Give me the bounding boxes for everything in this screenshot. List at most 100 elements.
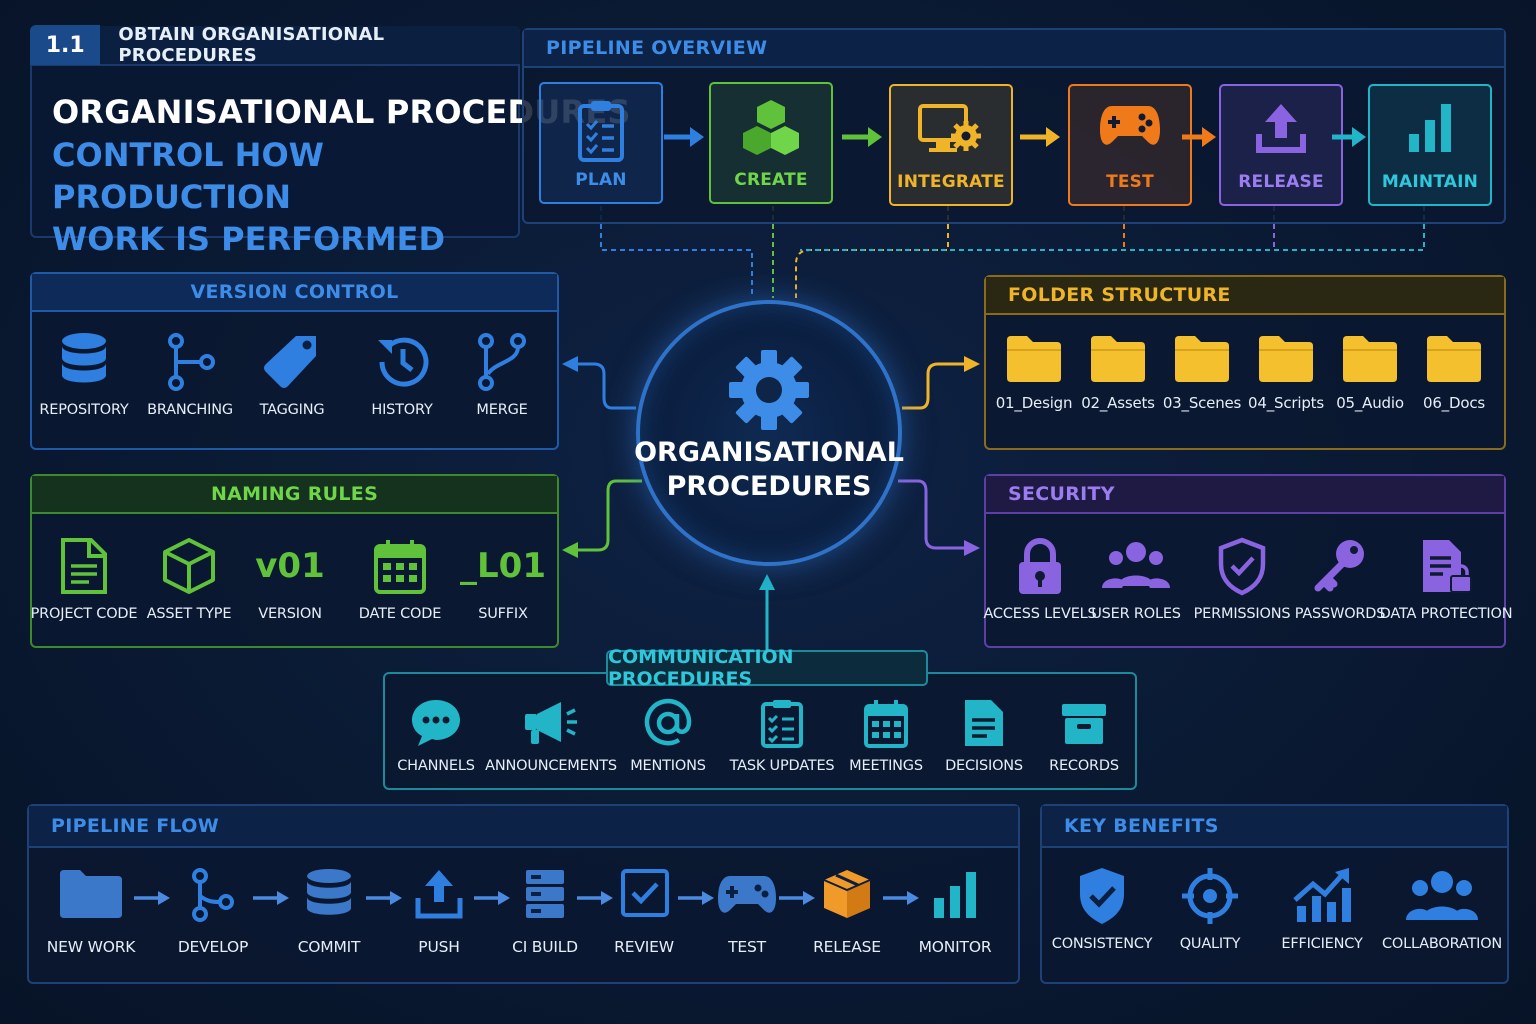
history-item[interactable]: HISTORY <box>354 332 450 418</box>
hub-label: ORGANISATIONAL PROCEDURES <box>634 436 904 504</box>
mentions-item[interactable]: MENTIONS <box>618 698 718 774</box>
folder-item[interactable]: 06_Docs <box>1416 334 1492 412</box>
flow-step[interactable]: TEST <box>692 868 802 956</box>
flow-step[interactable]: CI BUILD <box>490 868 600 956</box>
flow-step-label: MONITOR <box>918 938 992 956</box>
data-protection-item[interactable]: DATA PROTECTION <box>1380 536 1513 622</box>
branching-item[interactable]: BRANCHING <box>142 332 238 418</box>
stage-release[interactable]: RELEASE <box>1219 84 1343 206</box>
item-label: BRANCHING <box>147 402 233 418</box>
flow-step[interactable]: MONITOR <box>900 868 1010 956</box>
stage-test[interactable]: TEST <box>1068 84 1192 206</box>
user-roles-item[interactable]: USER ROLES <box>1088 536 1184 622</box>
key-benefits-title: KEY BENEFITS <box>1042 806 1507 848</box>
pipeline-overview-title: PIPELINE OVERVIEW <box>524 30 1504 68</box>
arrow-icon <box>664 127 704 147</box>
repository-item[interactable]: REPOSITORY <box>36 332 132 418</box>
checkbox-icon <box>621 869 669 917</box>
consistency-item[interactable]: CONSISTENCY <box>1050 866 1154 952</box>
section-number: 1.1 <box>30 25 101 65</box>
item-label: HISTORY <box>371 402 433 418</box>
upload-icon <box>1253 100 1309 156</box>
database-icon <box>62 333 106 383</box>
item-label: ASSET TYPE <box>146 606 232 622</box>
item-label: DATA PROTECTION <box>1379 606 1513 622</box>
flow-step[interactable]: RELEASE <box>792 868 902 956</box>
item-label: VERSION <box>258 606 322 622</box>
item-label: PROJECT CODE <box>30 606 138 622</box>
folder-label: 06_Docs <box>1423 394 1485 412</box>
stage-label: PLAN <box>575 170 627 190</box>
stage-plan[interactable]: PLAN <box>539 82 663 204</box>
decisions-item[interactable]: DECISIONS <box>934 698 1034 774</box>
collaboration-item[interactable]: COLLABORATION <box>1381 866 1503 952</box>
item-label: ANNOUNCEMENTS <box>485 758 617 774</box>
item-label: USER ROLES <box>1091 606 1181 622</box>
folder-icon <box>1427 336 1481 382</box>
stage-maintain[interactable]: MAINTAIN <box>1368 84 1492 206</box>
folder-item[interactable]: 02_Assets <box>1080 334 1156 412</box>
quality-item[interactable]: QUALITY <box>1160 866 1260 952</box>
folder-item[interactable]: 04_Scripts <box>1248 334 1324 412</box>
task-updates-item[interactable]: TASK UPDATES <box>728 698 836 774</box>
item-label: QUALITY <box>1179 936 1241 952</box>
version-item[interactable]: v01 VERSION <box>240 536 340 622</box>
folder-icon <box>1091 336 1145 382</box>
item-label: TASK UPDATES <box>729 758 835 774</box>
flow-step-label: PUSH <box>418 938 460 956</box>
communication-title: COMMUNICATION PROCEDURES <box>606 646 928 690</box>
stage-label: INTEGRATE <box>897 172 1005 192</box>
folder-item[interactable]: 01_Design <box>996 334 1072 412</box>
flow-step-label: REVIEW <box>614 938 674 956</box>
bar-chart-icon <box>1405 100 1455 156</box>
stage-create[interactable]: CREATE <box>709 82 833 204</box>
tag-icon <box>264 336 316 388</box>
suffix-item[interactable]: _L01 SUFFIX <box>450 536 556 622</box>
item-label: PASSWORDS <box>1294 606 1386 622</box>
passwords-item[interactable]: PASSWORDS <box>1290 536 1390 622</box>
efficiency-item[interactable]: EFFICIENCY <box>1272 866 1372 952</box>
asset-type-item[interactable]: ASSET TYPE <box>136 536 242 622</box>
item-label: DATE CODE <box>358 606 442 622</box>
folder-icon <box>1343 336 1397 382</box>
folder-icon <box>60 870 122 918</box>
stage-integrate[interactable]: INTEGRATE <box>889 84 1013 206</box>
item-label: COLLABORATION <box>1381 936 1503 952</box>
section-tag: 1.1 OBTAIN ORGANISATIONAL PROCEDURES <box>30 24 520 66</box>
channels-item[interactable]: CHANNELS <box>386 698 486 774</box>
item-label: RECORDS <box>1049 758 1119 774</box>
item-label: REPOSITORY <box>39 402 129 418</box>
item-label: MEETINGS <box>849 758 923 774</box>
records-item[interactable]: RECORDS <box>1034 698 1134 774</box>
folder-item[interactable]: 05_Audio <box>1332 334 1408 412</box>
access-levels-item[interactable]: ACCESS LEVELS <box>983 536 1097 622</box>
announcements-item[interactable]: ANNOUNCEMENTS <box>485 698 617 774</box>
upload-icon <box>415 870 463 919</box>
folder-item[interactable]: 03_Scenes <box>1163 334 1241 412</box>
shield-check-icon <box>1218 537 1266 596</box>
item-label: ACCESS LEVELS <box>983 606 1097 622</box>
lock-icon <box>1019 538 1061 594</box>
item-label: DECISIONS <box>945 758 1023 774</box>
project-code-item[interactable]: PROJECT CODE <box>30 536 138 622</box>
tagging-item[interactable]: TAGGING <box>244 332 340 418</box>
date-code-item[interactable]: DATE CODE <box>350 536 450 622</box>
flow-step[interactable]: PUSH <box>384 868 494 956</box>
meetings-item[interactable]: MEETINGS <box>836 698 936 774</box>
flow-arrow-icon <box>253 891 289 905</box>
flow-step[interactable]: COMMIT <box>274 868 384 956</box>
flow-step[interactable]: NEW WORK <box>36 868 146 956</box>
branch-icon <box>192 868 234 922</box>
server-icon <box>526 870 564 918</box>
merge-item[interactable]: MERGE <box>454 332 550 418</box>
folder-label: 01_Design <box>995 394 1073 412</box>
arrow-icon <box>842 127 882 147</box>
item-label: CONSISTENCY <box>1051 936 1153 952</box>
permissions-item[interactable]: PERMISSIONS <box>1190 536 1294 622</box>
flow-step-label: COMMIT <box>297 938 361 956</box>
flow-step[interactable]: DEVELOP <box>158 868 268 956</box>
item-label: MENTIONS <box>630 758 706 774</box>
flow-step[interactable]: REVIEW <box>589 868 699 956</box>
flow-step-label: RELEASE <box>813 938 881 956</box>
document-icon <box>965 700 1003 746</box>
